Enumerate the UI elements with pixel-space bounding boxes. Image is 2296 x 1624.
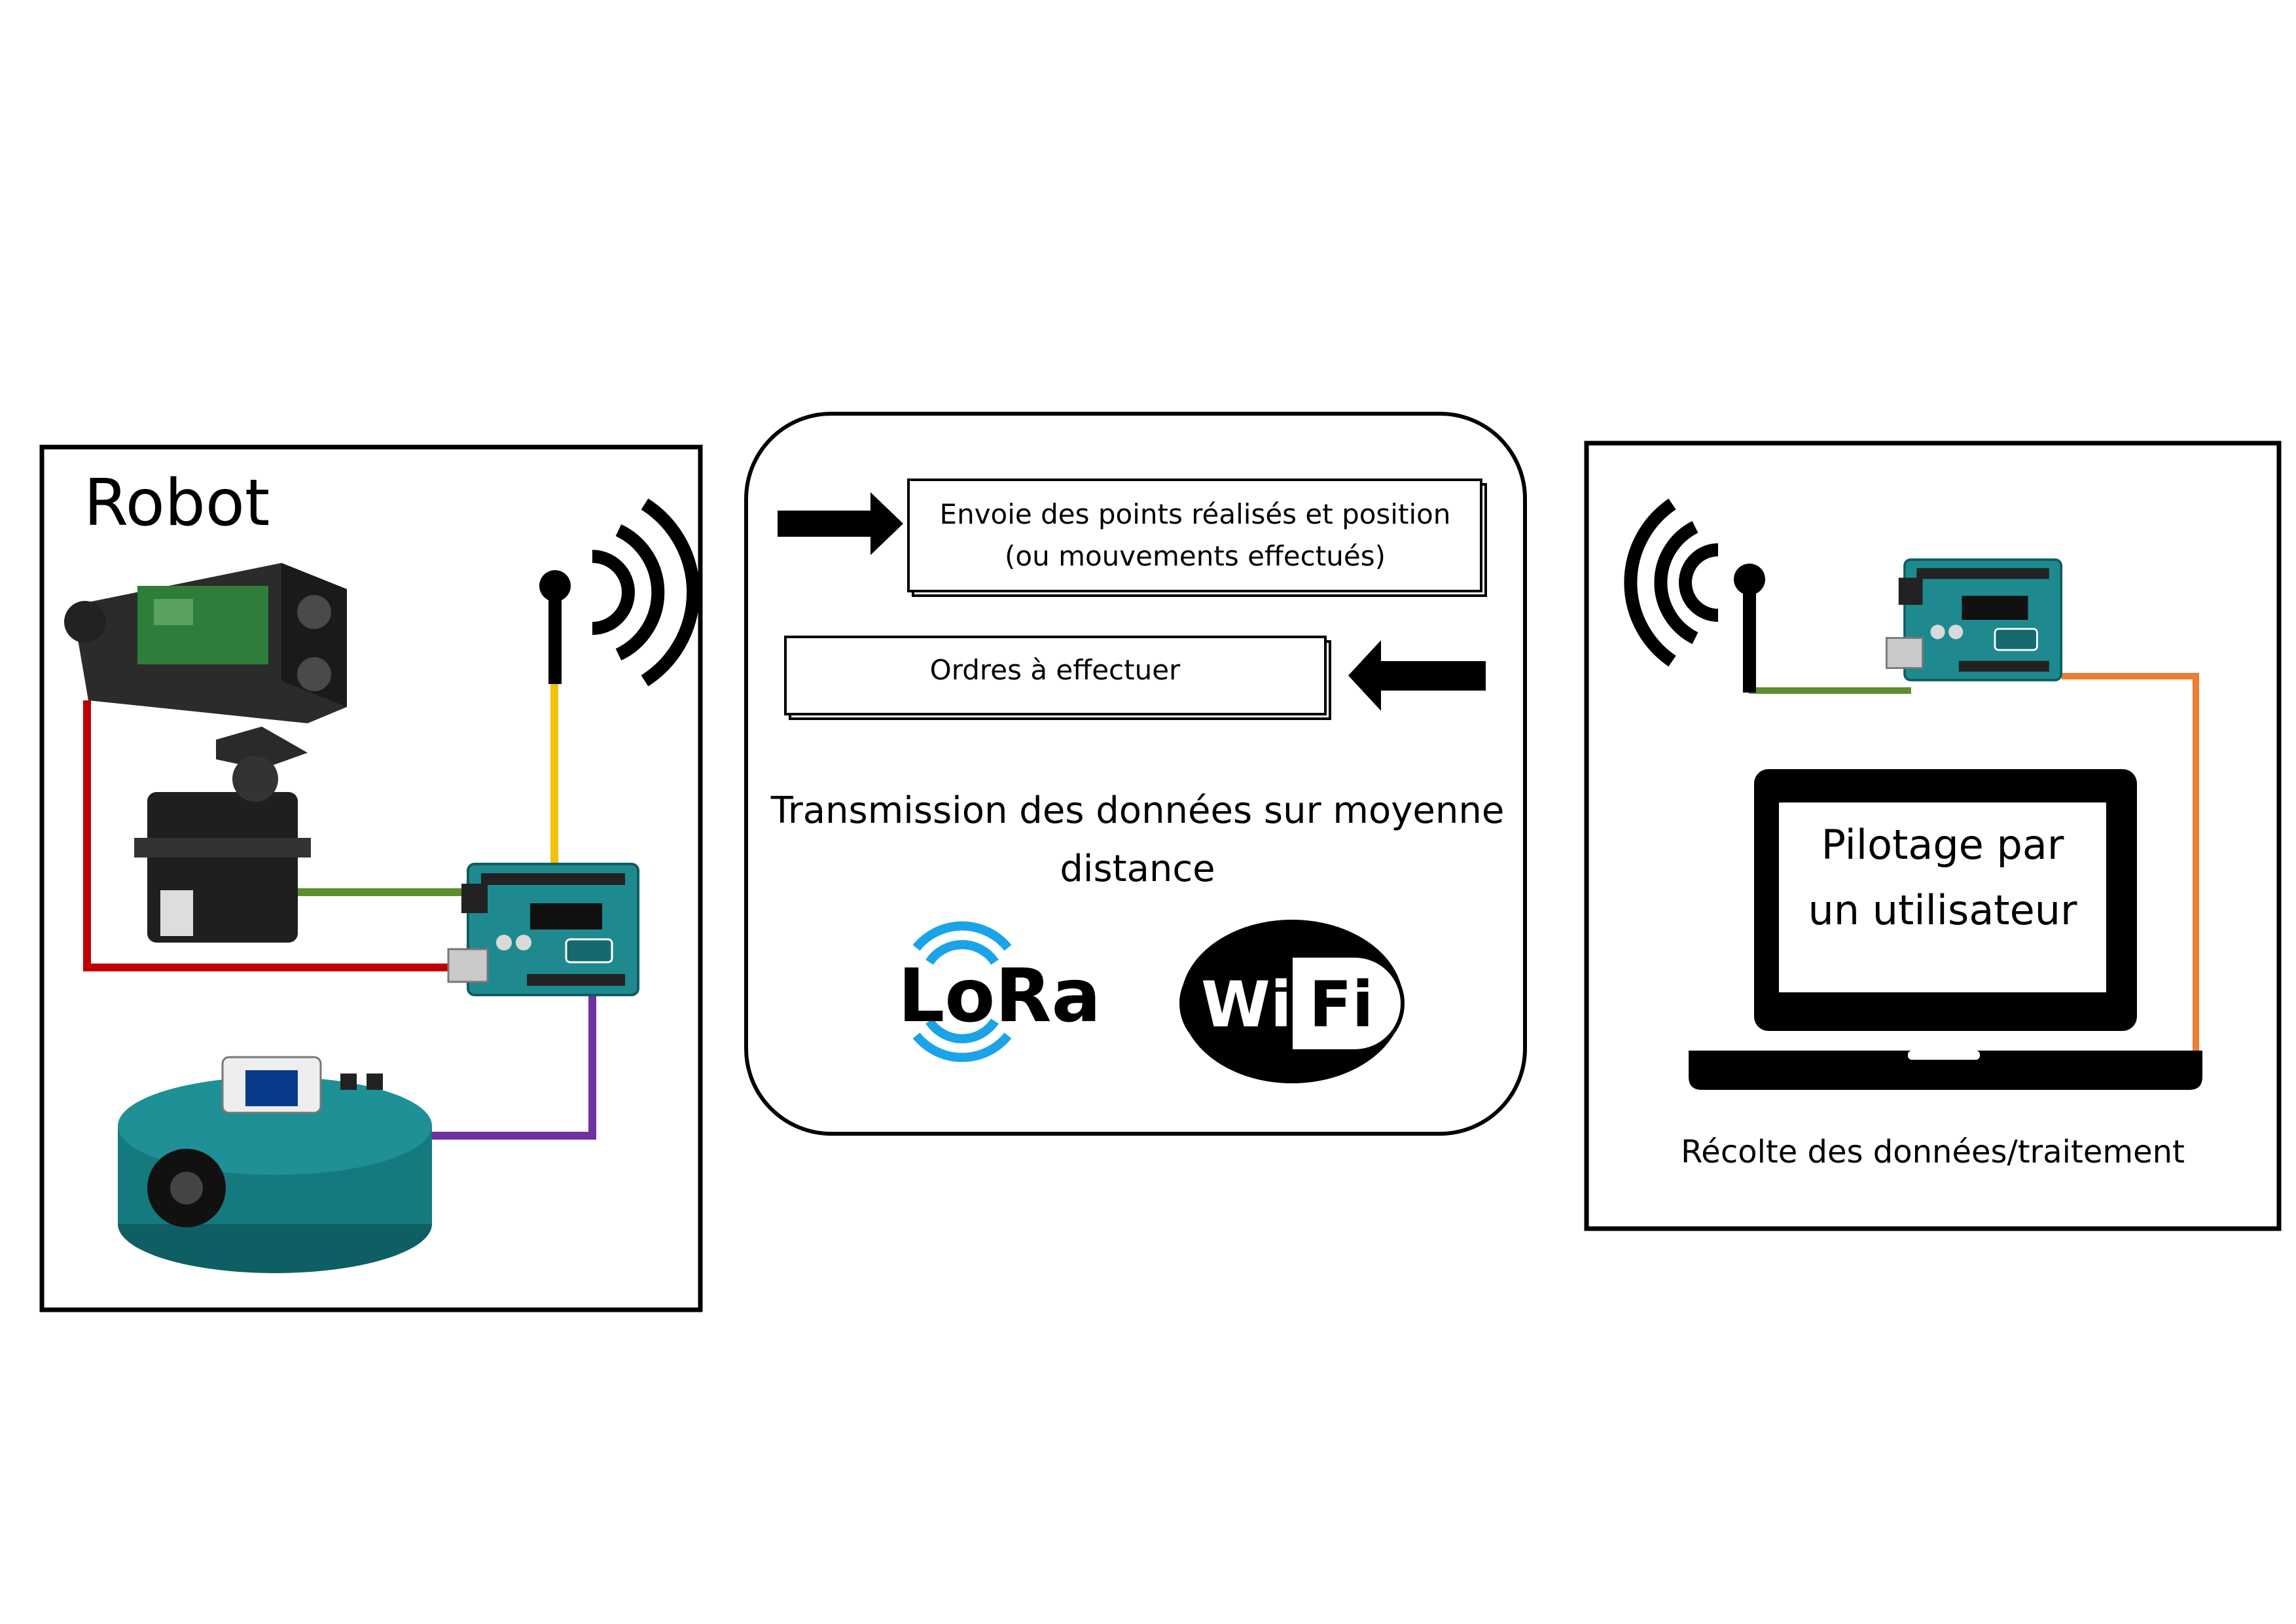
user-panel-frame [1584,441,2282,1231]
antenna-icon [539,498,700,687]
user-panel-caption: Récolte des données/traitement [1681,1134,2185,1170]
wire-red [83,700,468,971]
screen-text-line1: Pilotage par [1821,821,2064,869]
transmission-panel: Envoie des points réalisés et position (… [744,412,1527,1136]
arrow-right-icon [778,492,903,555]
message-in-label: Ordres à effectuer [930,654,1181,686]
lora-text: LoRa [898,954,1101,1039]
message-out-line1: Envoie des points réalisés et position [940,498,1451,530]
message-out-line2: (ou mouvements effectués) [1005,540,1386,572]
transmission-panel-frame [744,412,1527,1136]
arrow-left-icon [1348,640,1486,711]
wifi-logo: Wi Fi [1179,920,1405,1083]
arduino-board-icon-user [1885,558,2063,681]
robot-panel: Robot [39,444,703,1312]
screen-text-line2: un utilisateur [1808,886,2077,934]
laptop-icon: Pilotage par un utilisateur [1689,769,2202,1090]
wire-purple [412,992,596,1140]
robot-panel-frame [39,444,703,1312]
robot-platform-icon [118,1056,432,1273]
wire-orange [2062,673,2199,1054]
user-panel: Pilotage par un utilisateur Récolte des … [1584,441,2282,1231]
servo-motor-icon [134,727,311,943]
arduino-board-icon [447,863,639,996]
robot-title: Robot [84,466,270,541]
antenna-icon-user [1624,498,1765,693]
wifi-text-right: Fi [1309,968,1373,1041]
transmission-caption-line2: distance [1060,848,1215,890]
lidar-sensor-icon [64,563,347,723]
lora-logo: LoRa [898,921,1101,1062]
transmission-caption-line1: Transmission des données sur moyenne [770,789,1505,832]
message-in-box: Ordres à effectuer [784,636,1331,720]
wifi-text-left: Wi [1201,968,1292,1041]
message-out-box: Envoie des points réalisés et position (… [907,478,1487,597]
